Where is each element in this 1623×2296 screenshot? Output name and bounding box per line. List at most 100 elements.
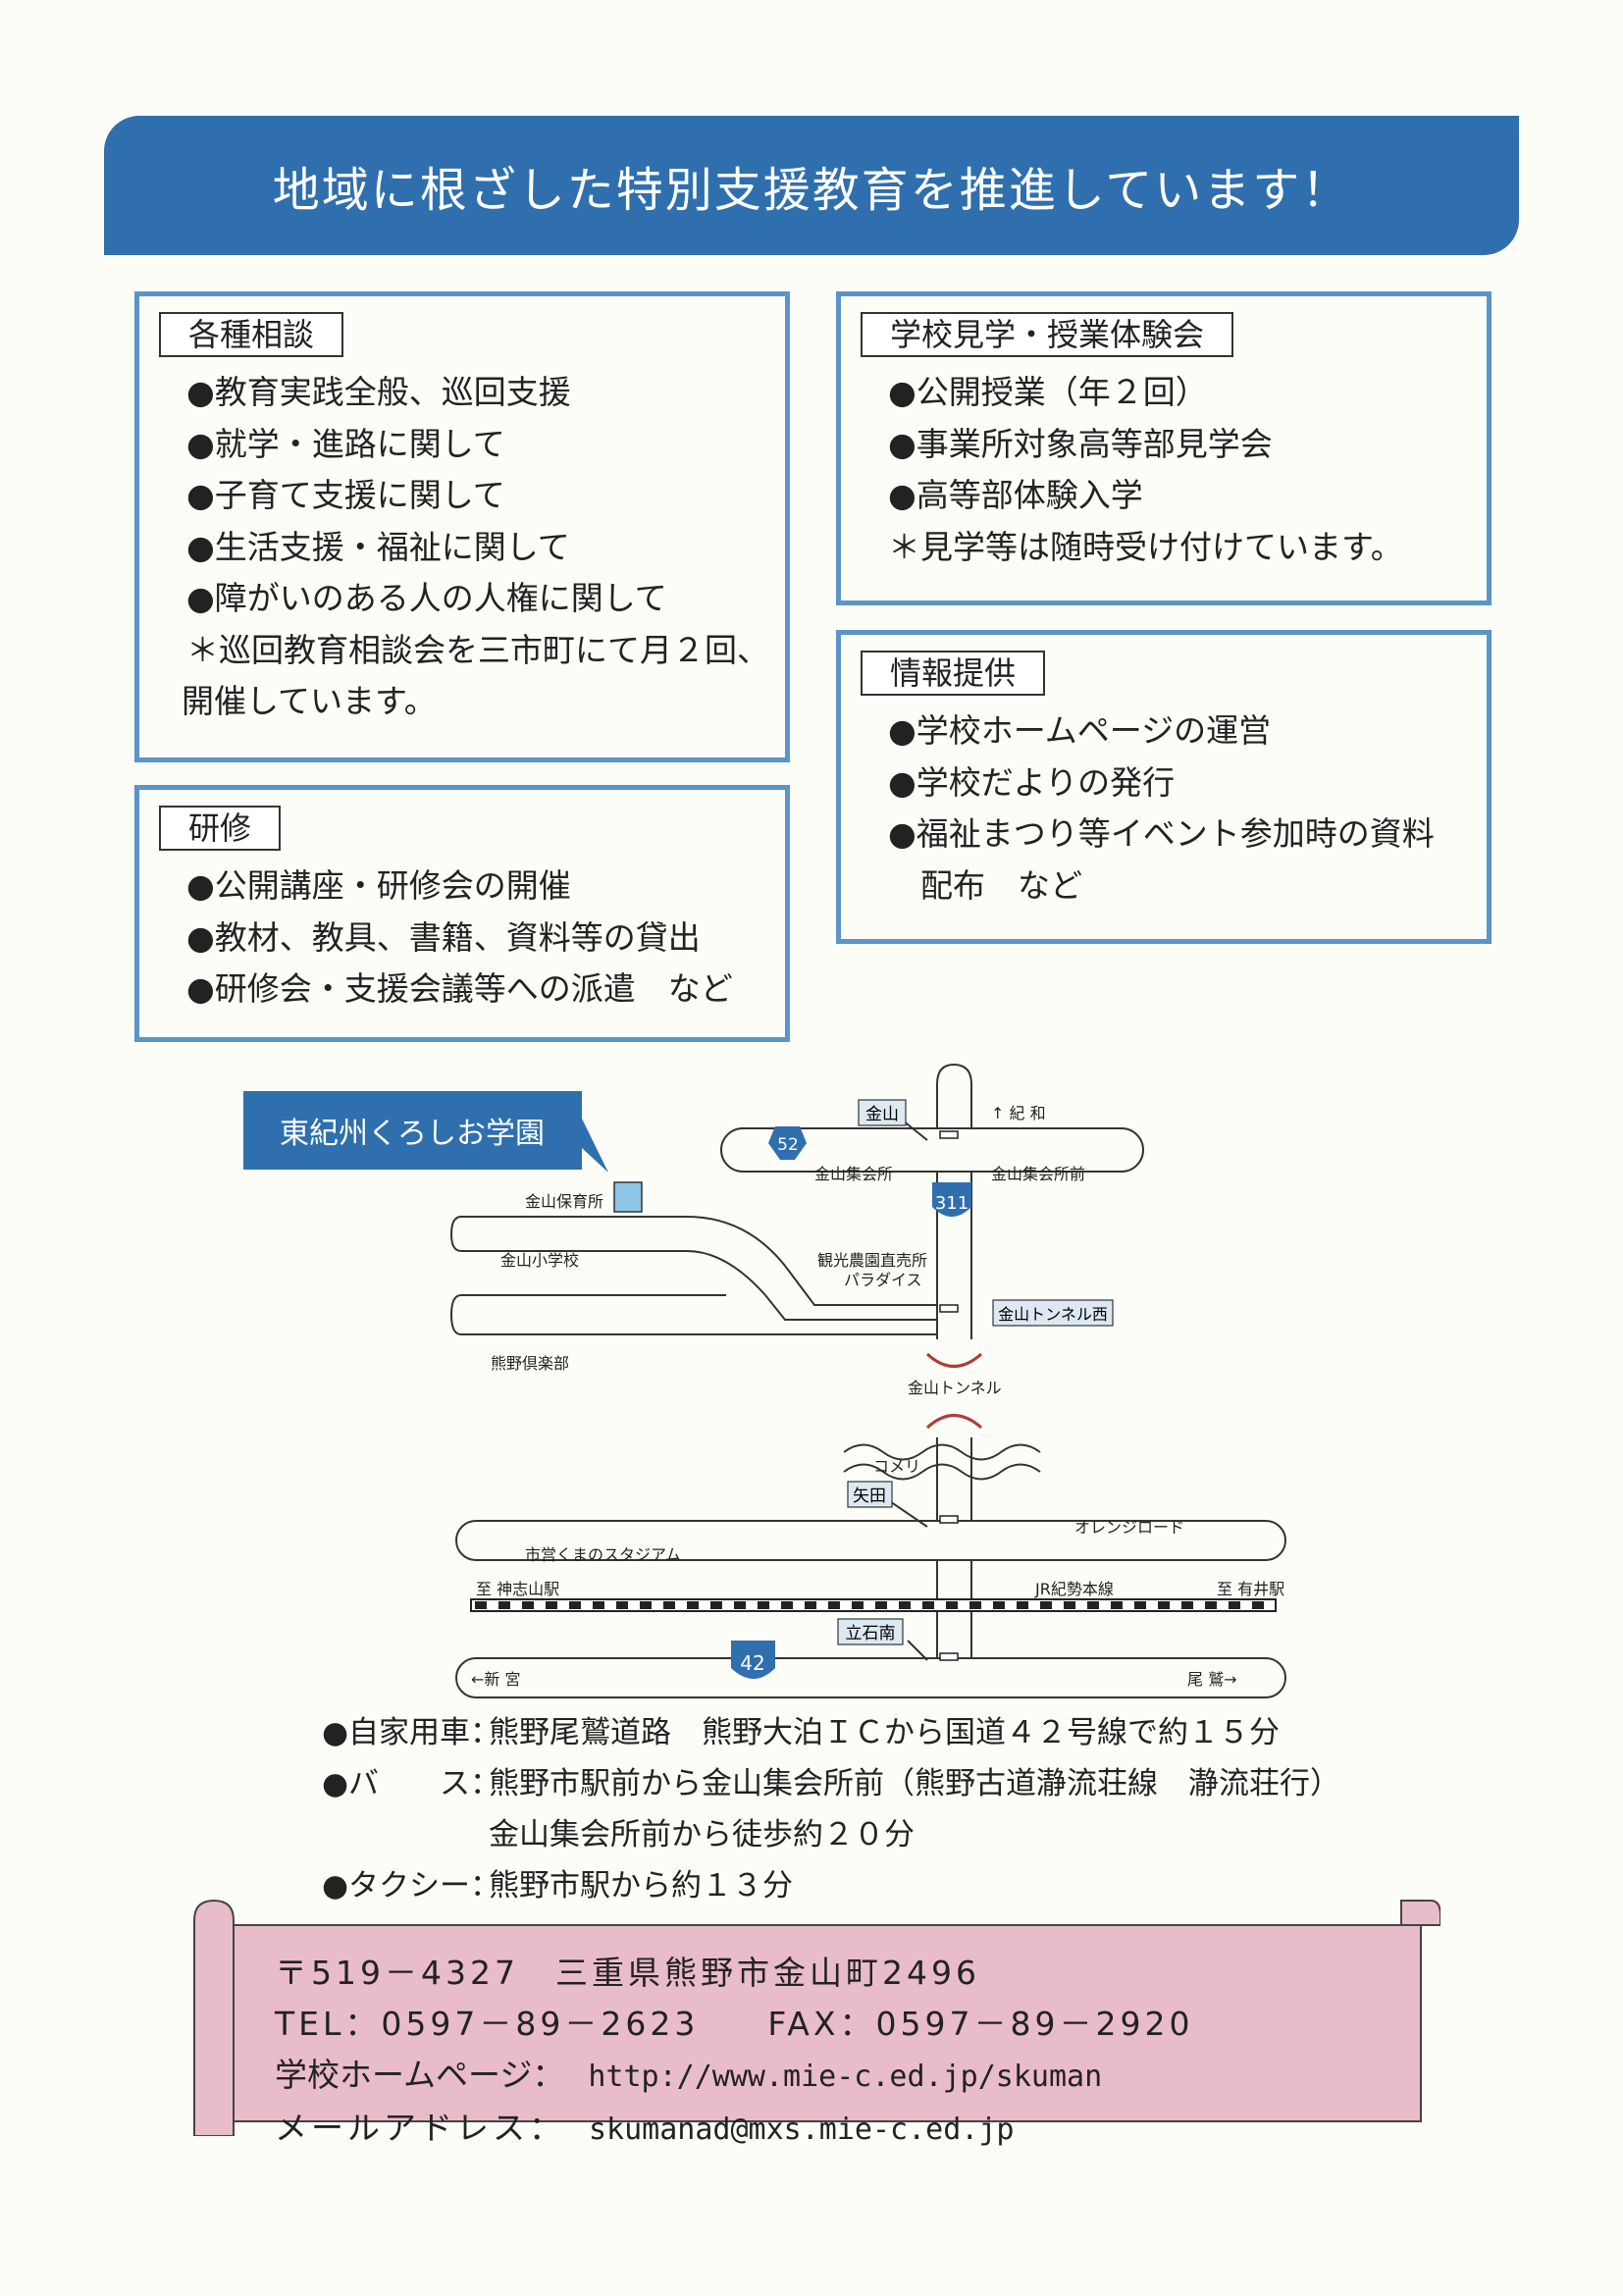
page-banner: 地域に根ざした特別支援教育を推進しています！	[104, 116, 1519, 255]
list-item: 開催しています。	[182, 682, 437, 720]
list-item: ●教育実践全般、巡回支援	[186, 373, 571, 411]
orange-road-label: オレンジロード	[1074, 1518, 1184, 1537]
rail-tick	[1252, 1601, 1264, 1609]
yada-label: 矢田	[853, 1487, 886, 1506]
to-arii-label: 至 有井駅	[1217, 1580, 1284, 1598]
access-key: ●タクシー：	[322, 1868, 501, 1904]
kumano-club-label: 熊野倶楽部	[491, 1354, 569, 1373]
school-marker	[613, 1181, 643, 1213]
rail-tick	[969, 1601, 981, 1609]
access-value: 金山集会所前から徒歩約２０分	[489, 1817, 915, 1852]
rail-tick	[569, 1601, 581, 1609]
list-item: ●就学・進路に関して	[186, 424, 505, 463]
list-item: ●教材、教具、書籍、資料等の貸出	[186, 917, 701, 957]
rail-tick	[1229, 1601, 1240, 1609]
traffic-light-icon	[939, 1515, 959, 1524]
list-item: ●障がいのある人の人権に関して	[186, 579, 667, 617]
list-item: ●公開授業（年２回）	[888, 373, 1208, 411]
visit-list: ●公開授業（年２回） ●事業所対象高等部見学会 ●高等部体験入学 ＊見学等は随時…	[888, 367, 1467, 573]
to-owase-label: 尾 鷲→	[1187, 1670, 1237, 1689]
rail-tick	[1134, 1601, 1146, 1609]
jr-line-label: JR紀勢本線	[1034, 1580, 1114, 1598]
to-shingu-label: ←新 宮	[471, 1670, 521, 1689]
tel: TEL：0597－89－2623	[275, 2005, 700, 2043]
access-row: ●バ ス：熊野市駅前から金山集会所前（熊野古道瀞流荘線 瀞流荘行）	[322, 1758, 1340, 1809]
traffic-light-icon	[939, 1130, 959, 1139]
access-key: ●自家用車：	[322, 1715, 501, 1750]
training-list: ●公開講座・研修会の開催 ●教材、教具、書籍、資料等の貸出 ●研修会・支援会議等…	[186, 861, 765, 1016]
school-label: 東紀州くろしお学園	[280, 1117, 545, 1151]
rail-tick	[1064, 1601, 1075, 1609]
visit-tag: 学校見学・授業体験会	[861, 312, 1234, 357]
route-42-label: 42	[740, 1651, 764, 1675]
consult-box: 各種相談 ●教育実践全般、巡回支援 ●就学・進路に関して ●子育て支援に関して …	[134, 291, 790, 762]
list-item: ●子育て支援に関して	[186, 476, 505, 514]
access-key: ●バ ス：	[322, 1766, 501, 1801]
kanayama-shukaisho-mae-label: 金山集会所前	[991, 1165, 1085, 1183]
shogakko-label: 金山小学校	[500, 1251, 579, 1270]
list-item: 配布 など	[888, 865, 1082, 905]
list-item: ●生活支援・福祉に関して	[186, 527, 570, 566]
access-row: ●タクシー：熊野市駅から約１３分	[322, 1860, 1340, 1911]
rail-tick	[475, 1601, 487, 1609]
rail-tick	[828, 1601, 840, 1609]
rail-tick	[875, 1601, 887, 1609]
tateishi-minami-label: 立石南	[846, 1624, 896, 1644]
list-item: ＊見学等は随時受け付けています。	[888, 527, 1403, 566]
rail-tick	[852, 1601, 864, 1609]
rail-tick	[687, 1601, 699, 1609]
rail-tick	[781, 1601, 793, 1609]
rail-tick	[899, 1601, 911, 1609]
info-box: 情報提供 ●学校ホームページの運営 ●学校だよりの発行 ●福祉まつり等イベント参…	[836, 630, 1492, 944]
list-item: ●公開講座・研修会の開催	[186, 866, 571, 905]
rail-tick	[1181, 1601, 1193, 1609]
access-value: 熊野市駅前から金山集会所前（熊野古道瀞流荘線 瀞流荘行）	[489, 1766, 1340, 1801]
rail-tick	[522, 1601, 534, 1609]
mail-row: メールアドレス： skumanad@mxs.mie-c.ed.jp	[275, 2103, 1193, 2156]
route-311-label: 311	[935, 1193, 969, 1214]
rail-tick	[922, 1601, 934, 1609]
access-value: 熊野尾鷲道路 熊野大泊ＩＣから国道４２号線で約１５分	[489, 1715, 1280, 1750]
kanayama-label: 金山	[865, 1105, 899, 1124]
paradise-label: パラダイス	[844, 1271, 922, 1289]
kiwa-label: ↑ 紀 和	[991, 1104, 1046, 1122]
rail-tick	[993, 1601, 1005, 1609]
tunnel-label: 金山トンネル	[908, 1379, 1002, 1397]
list-item: ●学校ホームページの運営	[888, 711, 1272, 750]
rail-tick	[1087, 1601, 1099, 1609]
route-52-shield-icon	[768, 1126, 807, 1160]
list-item: ●高等部体験入学	[888, 476, 1143, 514]
list-item: ●研修会・支援会議等への派遣 など	[186, 969, 733, 1008]
traffic-light-icon	[939, 1304, 959, 1313]
rail-tick	[616, 1601, 628, 1609]
homepage-label: 学校ホームページ：	[275, 2056, 565, 2094]
mail-link[interactable]: skumanad@mxs.mie-c.ed.jp	[589, 2113, 1015, 2147]
rail-tick	[546, 1601, 557, 1609]
mail-label: メールアドレス：	[275, 2109, 565, 2147]
kanayama-shukaisho-label: 金山集会所	[814, 1165, 893, 1183]
rail-tick	[663, 1601, 675, 1609]
to-kaminokoyama-label: 至 神志山駅	[476, 1580, 559, 1598]
visit-box: 学校見学・授業体験会 ●公開授業（年２回） ●事業所対象高等部見学会 ●高等部体…	[836, 291, 1492, 605]
access-value: 熊野市駅から約１３分	[489, 1868, 793, 1904]
list-item: ＊巡回教育相談会を三市町にて月２回、	[186, 630, 769, 669]
access-key	[322, 1809, 489, 1860]
rail-tick	[593, 1601, 604, 1609]
consult-tag: 各種相談	[159, 312, 344, 357]
rail-tick	[1040, 1601, 1052, 1609]
homepage-link[interactable]: http://www.mie-c.ed.jp/skuman	[588, 2060, 1103, 2094]
contact-scroll	[193, 1899, 1440, 2136]
training-tag: 研修	[159, 806, 282, 851]
rail-tick	[640, 1601, 652, 1609]
stadium-label: 市営くまのスタジアム	[525, 1545, 681, 1564]
rail-tick	[1017, 1601, 1028, 1609]
route-52-label: 52	[777, 1135, 799, 1155]
banner-title: 地域に根ざした特別支援教育を推進しています！	[272, 163, 1351, 218]
rail-tick	[710, 1601, 722, 1609]
info-list: ●学校ホームページの運営 ●学校だよりの発行 ●福祉まつり等イベント参加時の資料…	[888, 705, 1467, 912]
route-42-shield-icon	[731, 1641, 775, 1679]
access-row: ●自家用車：熊野尾鷲道路 熊野大泊ＩＣから国道４２号線で約１５分	[322, 1707, 1340, 1758]
rail-tick	[758, 1601, 769, 1609]
access-map: 東紀州くろしお学園 52 311 42 金山 金山トンネル西 矢田 立石南 ↑ …	[243, 1063, 1286, 1698]
